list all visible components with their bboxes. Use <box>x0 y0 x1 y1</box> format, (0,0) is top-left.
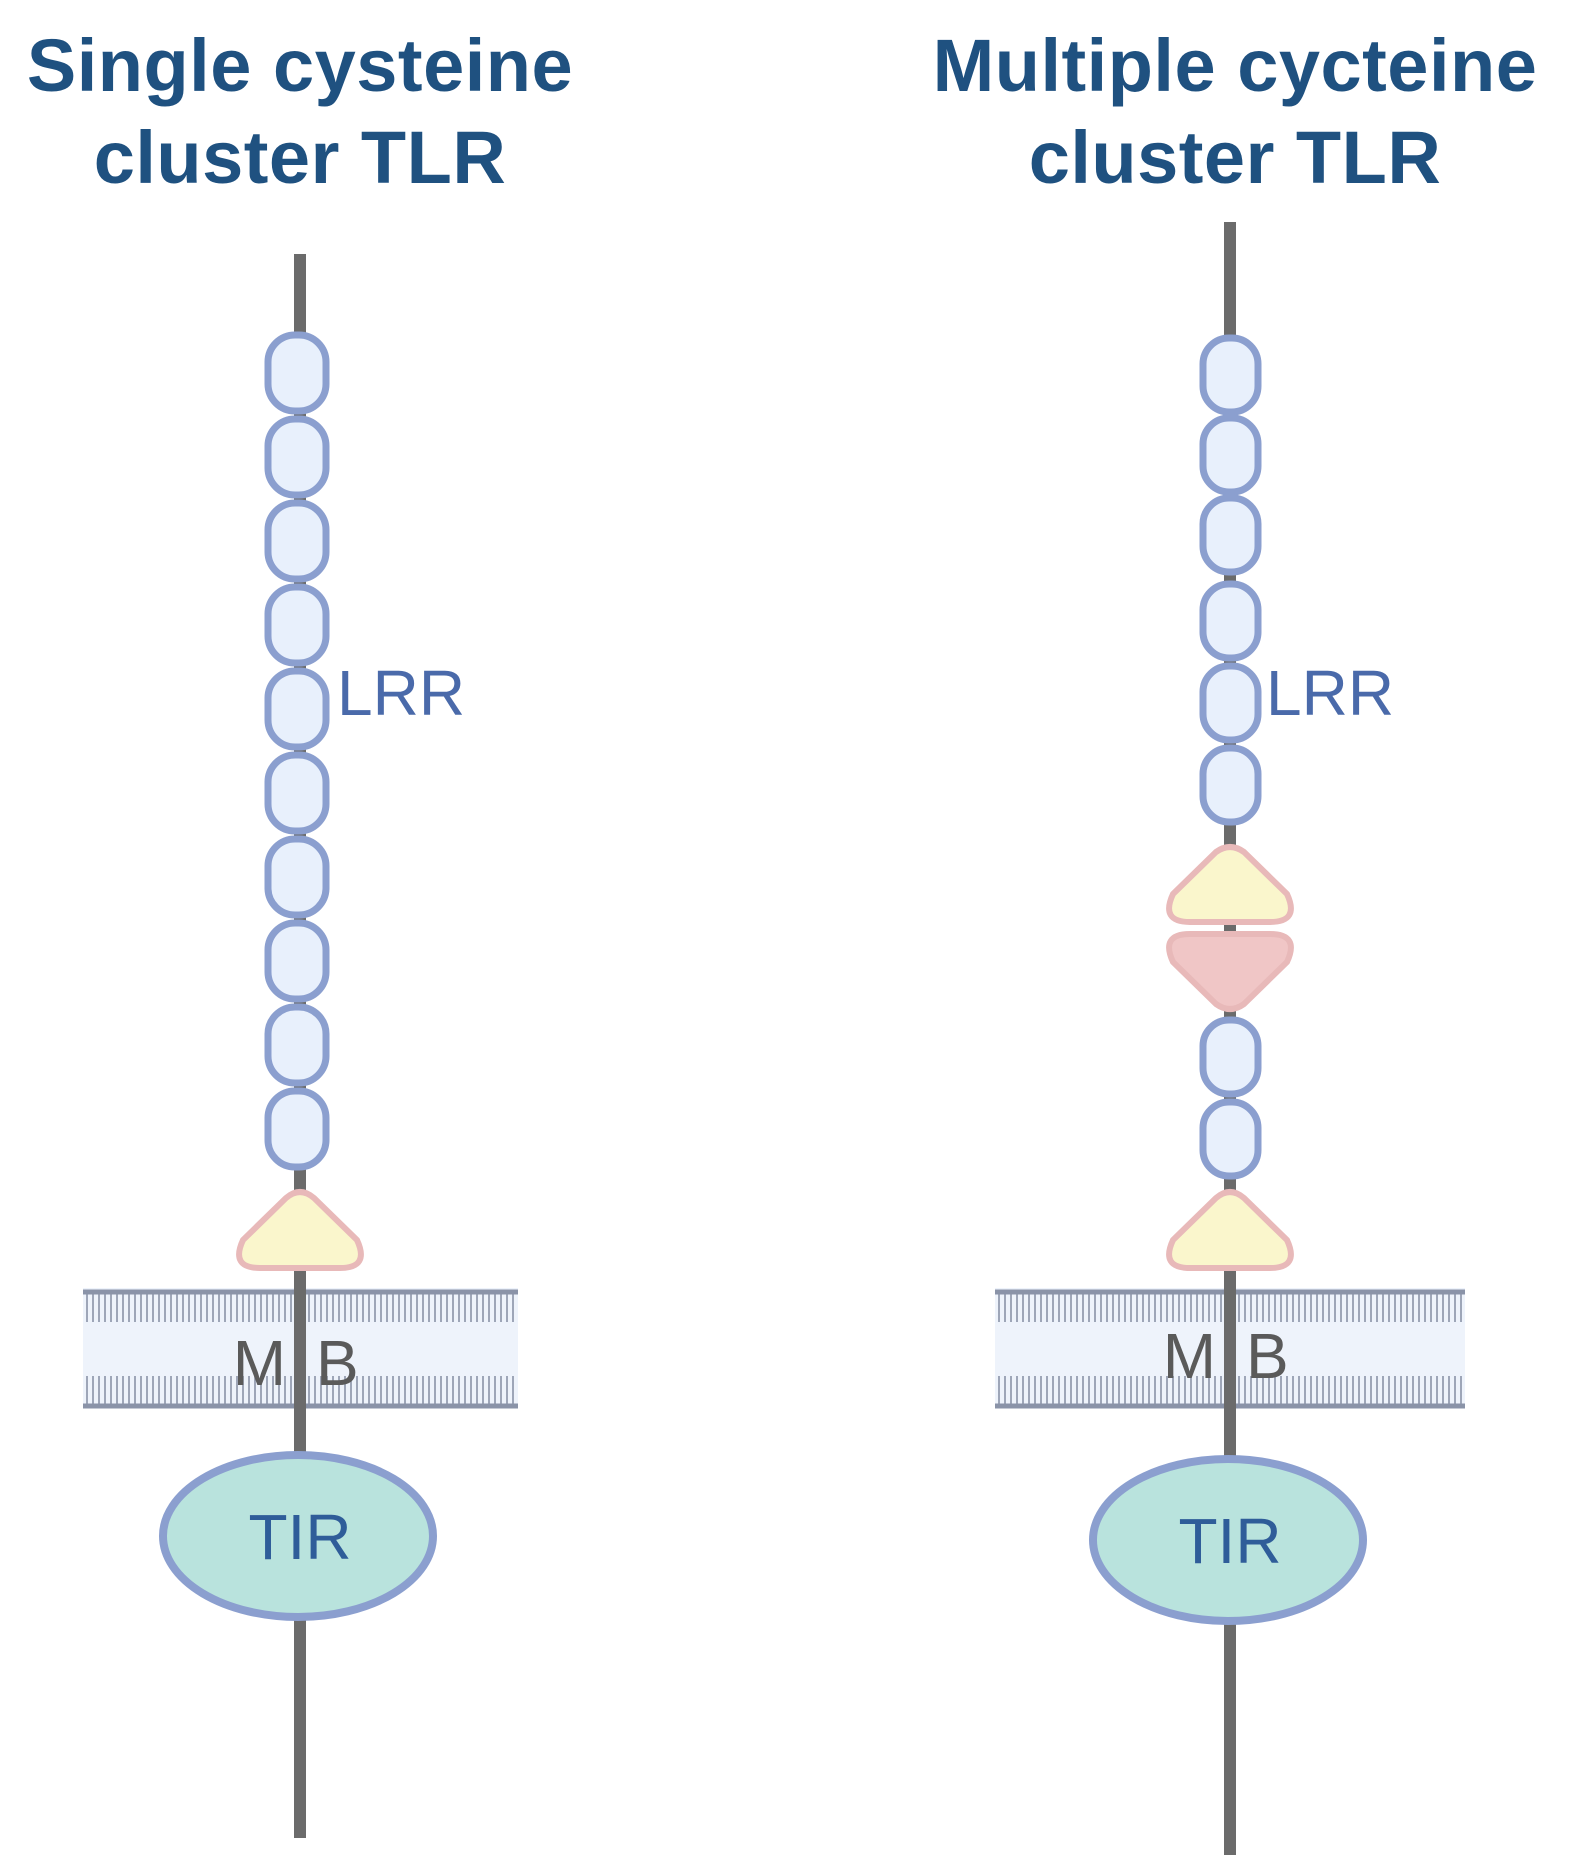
lrr-repeat <box>1199 1098 1262 1180</box>
title-line-1: Single cysteine <box>26 24 574 107</box>
lrr-repeat <box>264 1003 330 1087</box>
lrr-repeat <box>264 919 330 1003</box>
lrr-repeat <box>1199 580 1262 662</box>
title-single-cysteine: Single cysteine cluster TLR <box>0 20 650 204</box>
title-line-2: cluster TLR <box>1028 116 1442 199</box>
cysteine-cluster <box>1166 844 1294 925</box>
tir-label: TIR <box>1178 1505 1281 1577</box>
lrr-repeat <box>264 331 330 415</box>
lrr-repeat <box>1199 744 1262 826</box>
title-line-1: Multiple cycteine <box>932 24 1538 107</box>
lrr-repeat <box>264 667 330 751</box>
lrr-label: LRR <box>337 657 465 729</box>
lrr-repeat <box>264 499 330 583</box>
lrr-repeat <box>1199 1016 1262 1098</box>
lrr-repeat <box>1199 334 1262 416</box>
tir-label: TIR <box>248 1501 351 1573</box>
lrr-stack-upper <box>1199 334 1262 826</box>
membrane-label-m: M <box>233 1327 286 1399</box>
membrane-label-b: B <box>316 1327 359 1399</box>
lrr-stack <box>264 331 330 1171</box>
lrr-repeat <box>264 751 330 835</box>
title-multiple-cysteine: Multiple cycteine cluster TLR <box>885 20 1575 204</box>
lrr-repeat <box>264 1087 330 1171</box>
lrr-repeat <box>264 415 330 499</box>
cysteine-cluster-cap <box>1166 931 1294 1012</box>
lrr-repeat <box>1199 494 1262 576</box>
tir-domain <box>159 1451 437 1621</box>
lrr-repeat <box>1199 662 1262 744</box>
cysteine-cluster <box>1166 1189 1294 1271</box>
lrr-stack-lower <box>1199 1016 1262 1180</box>
lrr-repeat <box>1199 414 1262 496</box>
panel-single-cysteine: M B LRR TIR <box>83 254 518 1838</box>
lrr-label: LRR <box>1266 657 1394 729</box>
title-line-2: cluster TLR <box>93 116 507 199</box>
membrane-label-b: B <box>1246 1320 1289 1392</box>
lrr-repeat <box>264 835 330 919</box>
cysteine-cluster <box>236 1189 364 1271</box>
tir-domain <box>1089 1455 1367 1625</box>
panel-multiple-cysteine: M B LRR TIR <box>995 222 1465 1855</box>
membrane-label-m: M <box>1163 1320 1216 1392</box>
membrane-bilayer <box>995 1286 1465 1412</box>
lrr-repeat <box>264 583 330 667</box>
membrane-bilayer <box>83 1286 518 1412</box>
